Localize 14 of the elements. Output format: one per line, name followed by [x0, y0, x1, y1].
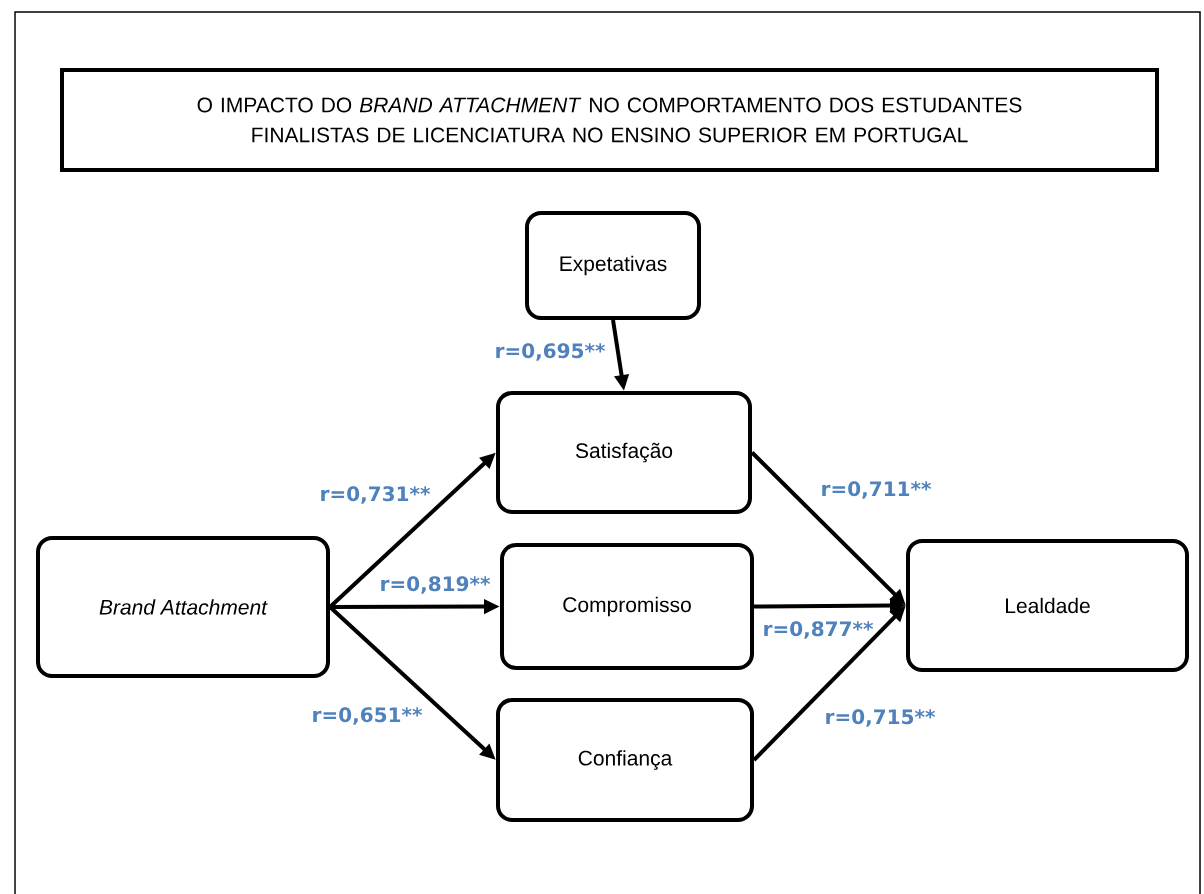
process-box: Confiança — [496, 698, 754, 822]
edge-label: r=0,695** — [496, 343, 605, 361]
process-box: Compromisso — [500, 543, 754, 670]
process-box: Satisfação — [496, 391, 752, 514]
title-box: O IMPACTO DO BRAND ATTACHMENT NO COMPORTAMENTO DOS ESTUDANTES FINALISTAS DE LICENCIATURA NO ENSINO SUPERIOR EM PORTUGAL — [60, 68, 1159, 172]
edge-label: r=0,711** — [822, 481, 931, 499]
process-box: Expetativas — [525, 211, 701, 320]
process-box: Lealdade — [906, 539, 1189, 672]
edge-label: r=0,651** — [313, 707, 422, 725]
edge-label: r=0,731** — [321, 486, 430, 504]
edge-label: r=0,819** — [381, 576, 490, 594]
edge-label: r=0,877** — [764, 621, 873, 639]
process-box: Brand Attachment — [36, 536, 330, 678]
edge-label: r=0,715** — [826, 709, 935, 727]
